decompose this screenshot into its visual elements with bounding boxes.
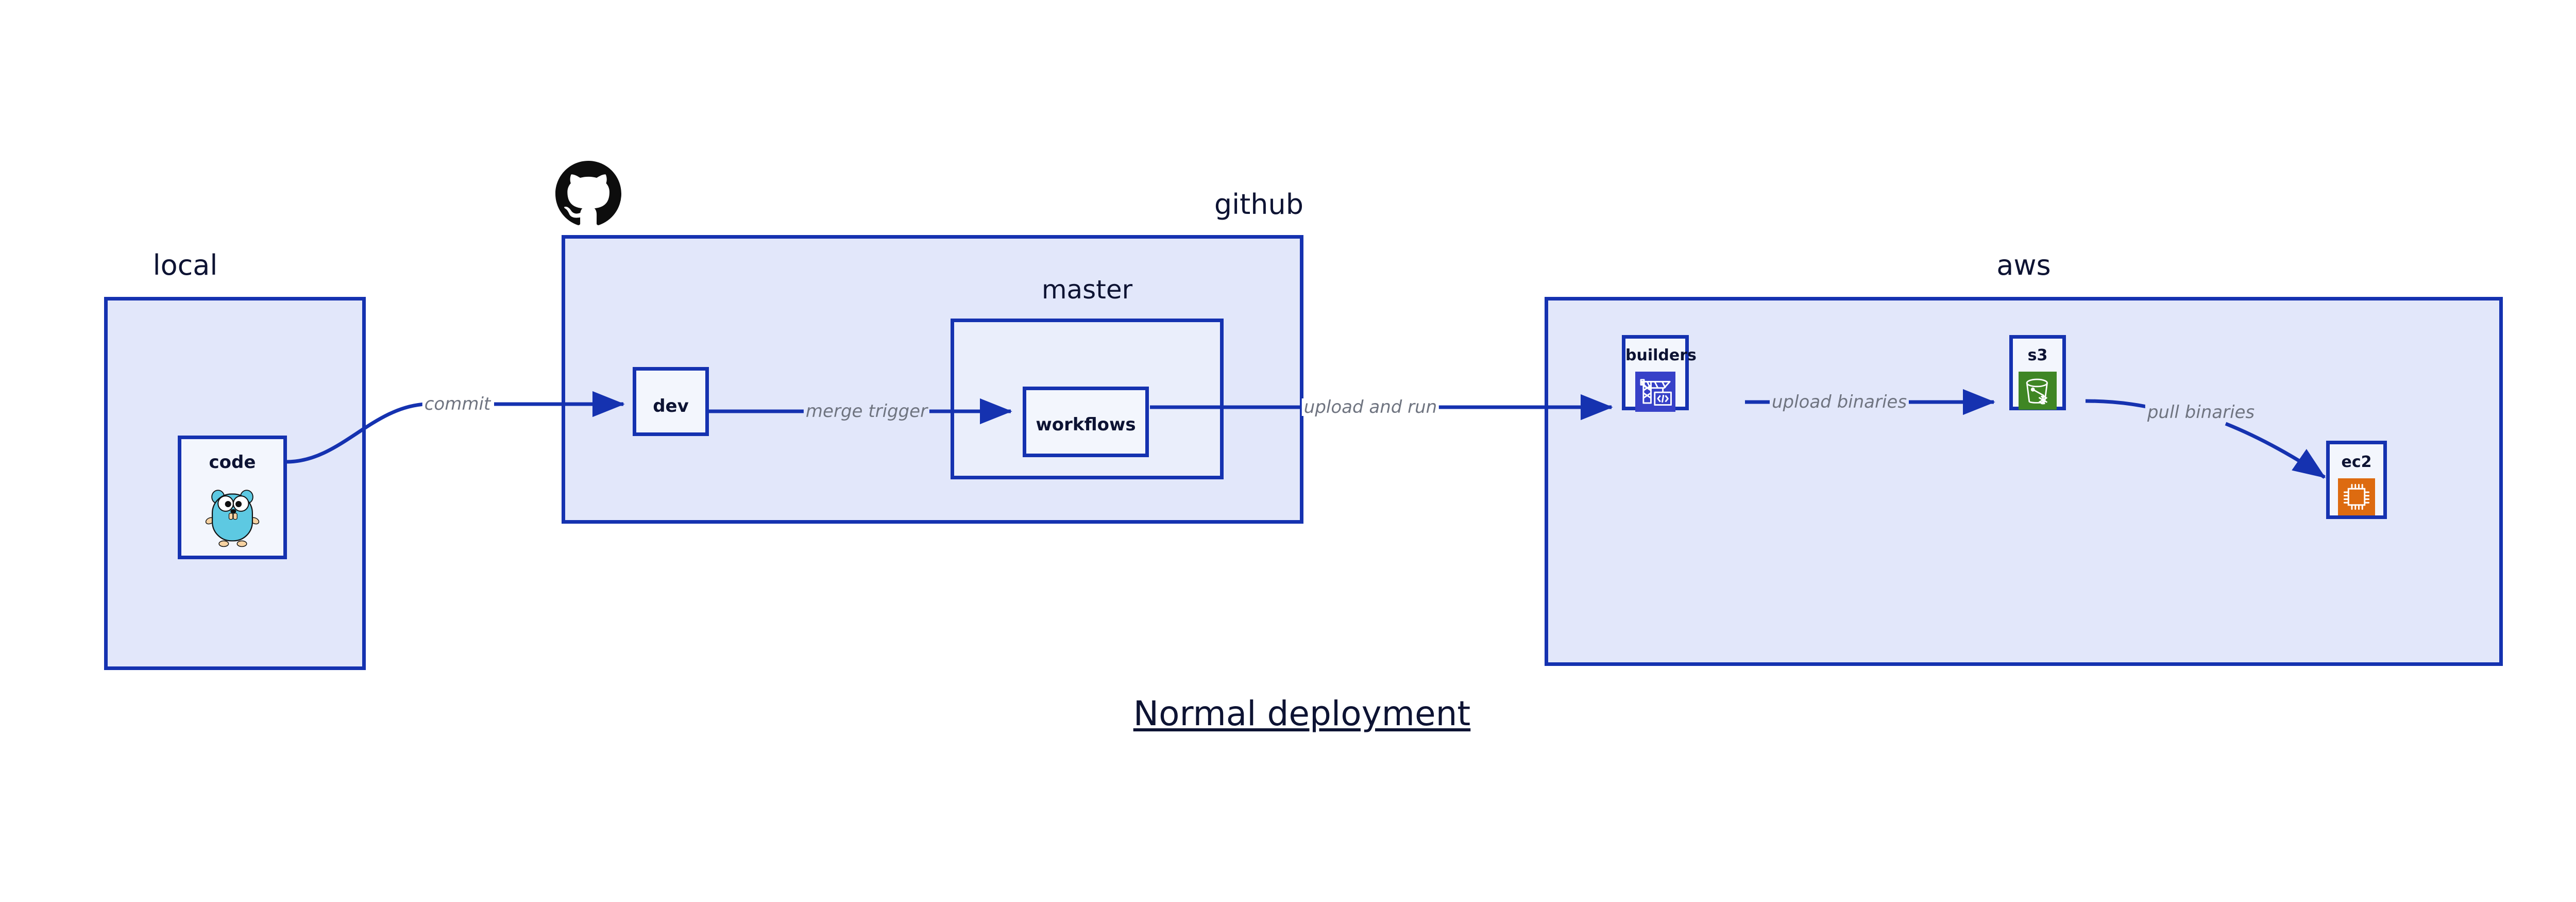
node-label-code: code — [209, 452, 256, 473]
edge-label-pull-binaries: pull binaries — [2145, 404, 2257, 421]
node-code[interactable]: code — [178, 436, 287, 559]
container-label-aws: aws — [1996, 249, 2051, 281]
s3-bucket-icon — [2019, 372, 2057, 410]
edge-label-merge-trigger: merge trigger — [803, 403, 930, 420]
edge-label-upload-binaries: upload binaries — [1769, 393, 1909, 411]
container-label-local: local — [152, 249, 218, 281]
go-gopher-icon — [204, 485, 261, 549]
node-label-s3: s3 — [2027, 346, 2048, 364]
node-workflows[interactable]: workflows — [1023, 387, 1149, 457]
page-title: Normal deployment — [1133, 694, 1471, 733]
node-label-dev: dev — [653, 396, 689, 416]
node-label-builders: builders — [1625, 346, 1697, 364]
node-label-ec2: ec2 — [2341, 453, 2372, 471]
node-label-workflows: workflows — [1036, 414, 1136, 435]
node-ec2[interactable]: ec2 — [2326, 441, 2387, 519]
node-builders[interactable]: builders — [1622, 335, 1697, 412]
edge-label-commit: commit — [422, 395, 493, 413]
cpu-chip-icon — [2338, 478, 2375, 515]
edge-label-upload-and-run: upload and run — [1301, 398, 1439, 416]
node-dev[interactable]: dev — [633, 367, 709, 436]
container-label-master: master — [1041, 275, 1133, 305]
crane-code-icon — [1635, 372, 1675, 412]
node-s3[interactable]: s3 — [2009, 335, 2066, 410]
github-octocat-logo — [555, 161, 621, 227]
container-label-github: github — [1214, 188, 1303, 221]
